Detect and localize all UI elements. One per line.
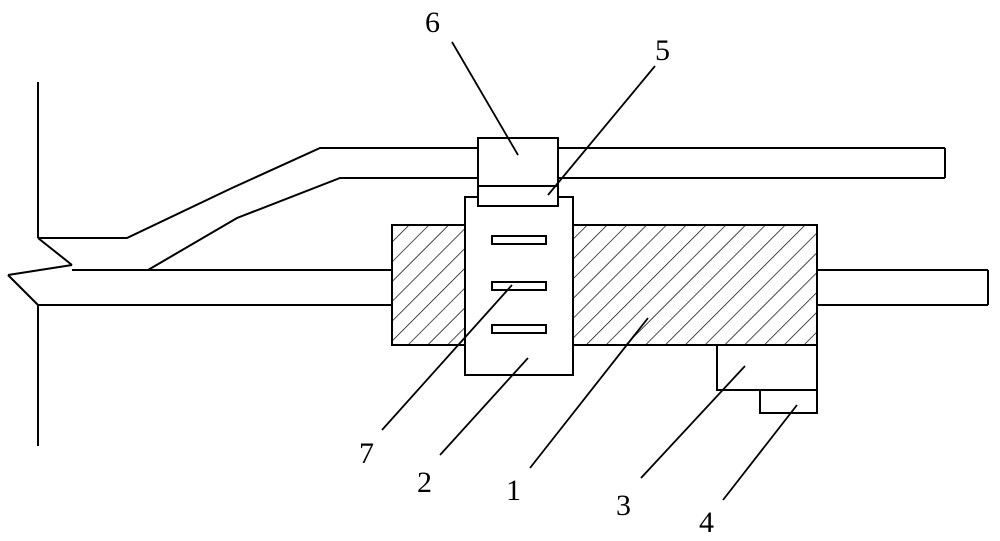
bracket-part-3 — [716, 344, 818, 391]
lower-rod — [38, 269, 989, 306]
leader-lines — [381, 41, 798, 501]
label-7: 7 — [359, 437, 374, 470]
clamp-plate-part-5 — [477, 185, 559, 207]
hatched-body-part-1 — [391, 224, 818, 346]
label-3: 3 — [616, 489, 631, 522]
slots-part-7 — [491, 235, 547, 334]
left-wall — [7, 82, 73, 446]
label-2: 2 — [417, 466, 432, 499]
label-6: 6 — [425, 6, 440, 39]
label-1: 1 — [506, 474, 521, 507]
sleeve-part-2 — [464, 196, 574, 376]
label-4: 4 — [699, 506, 714, 539]
clamp-block-part-6 — [477, 137, 559, 187]
foot-part-4 — [759, 389, 818, 414]
label-5: 5 — [655, 34, 670, 67]
